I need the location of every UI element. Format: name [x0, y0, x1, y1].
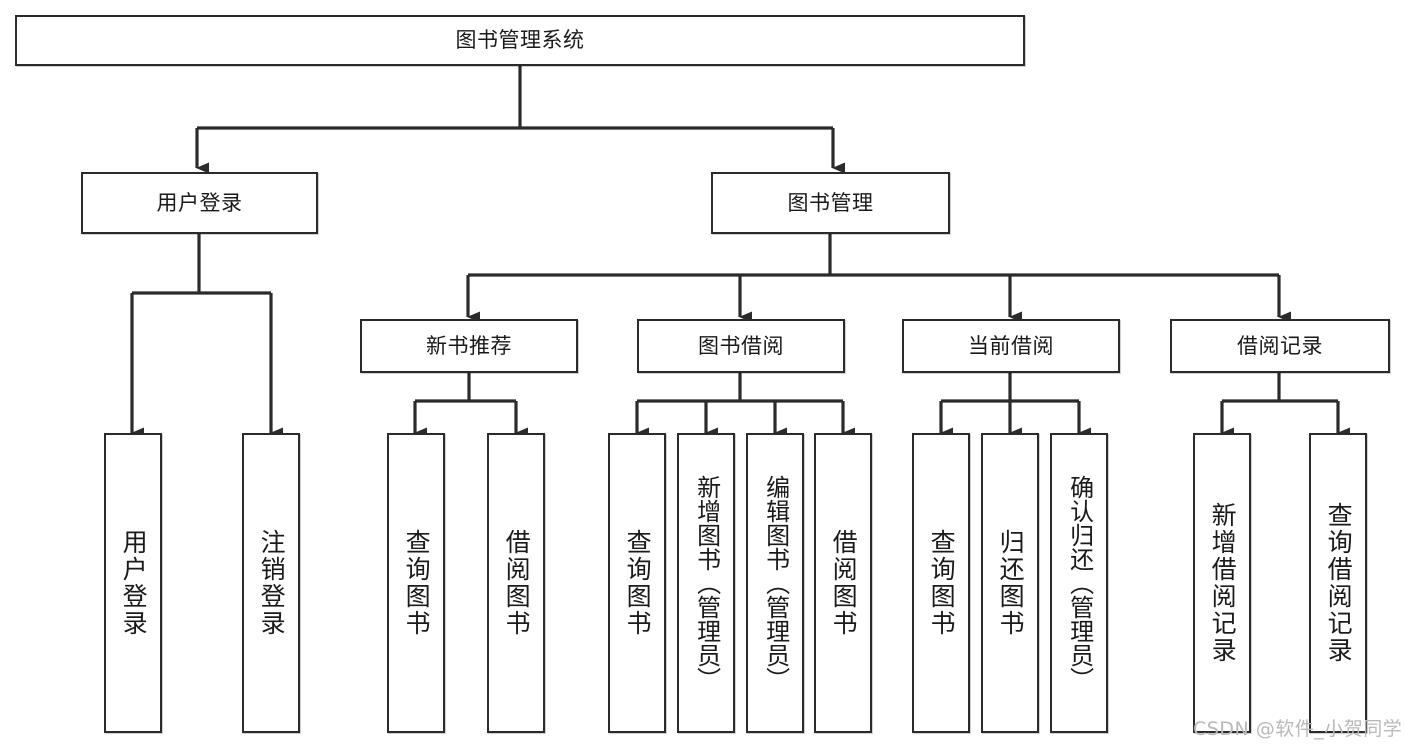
node-label: 注销登录 — [257, 529, 287, 637]
node-label: 查询图书 — [623, 529, 653, 637]
node-label: 归还图书 — [996, 529, 1026, 637]
node-leaf-query-borrow-record[interactable]: 查询借阅记录 — [1309, 433, 1367, 733]
node-label: 图书管理 — [787, 190, 874, 215]
node-label: 用户登录 — [119, 529, 149, 637]
watermark-text: CSDN @软件_小贺同学 — [1193, 718, 1403, 740]
node-user-login[interactable]: 用户登录 — [81, 172, 318, 234]
node-label: 借阅图书 — [502, 529, 532, 637]
node-label: 借阅图书 — [829, 529, 859, 637]
node-label: 新书推荐 — [426, 333, 512, 358]
node-leaf-confirm-return-admin[interactable]: 确认归还（管理员） — [1050, 433, 1108, 733]
node-label: 图书借阅 — [698, 333, 784, 358]
node-leaf-logout-login[interactable]: 注销登录 — [242, 433, 300, 733]
node-book-borrow[interactable]: 图书借阅 — [637, 319, 845, 373]
node-leaf-query-book-recommend[interactable]: 查询图书 — [387, 433, 445, 733]
node-label: 当前借阅 — [968, 333, 1054, 358]
node-book-management[interactable]: 图书管理 — [711, 172, 950, 234]
node-leaf-return-book[interactable]: 归还图书 — [981, 433, 1039, 733]
node-label: 查询图书 — [402, 529, 432, 637]
node-root-book-management-system[interactable]: 图书管理系统 — [15, 15, 1025, 66]
node-leaf-user-login[interactable]: 用户登录 — [104, 433, 162, 733]
node-label: 借阅记录 — [1237, 333, 1323, 358]
node-label: 新增图书（管理员） — [692, 475, 721, 691]
node-label: 编辑图书（管理员） — [761, 475, 790, 691]
node-leaf-add-borrow-record[interactable]: 新增借阅记录 — [1193, 433, 1251, 733]
node-label: 确认归还（管理员） — [1065, 475, 1094, 691]
node-leaf-query-book-borrow[interactable]: 查询图书 — [608, 433, 666, 733]
node-leaf-borrow-book[interactable]: 借阅图书 — [814, 433, 872, 733]
node-leaf-add-book-admin[interactable]: 新增图书（管理员） — [677, 433, 735, 733]
node-leaf-borrow-book-recommend[interactable]: 借阅图书 — [487, 433, 545, 733]
node-new-book-recommend[interactable]: 新书推荐 — [360, 319, 578, 373]
node-leaf-query-book-current[interactable]: 查询图书 — [912, 433, 970, 733]
node-label: 图书管理系统 — [455, 28, 585, 53]
node-label: 用户登录 — [156, 190, 243, 215]
node-label: 新增借阅记录 — [1208, 502, 1238, 664]
node-current-borrow[interactable]: 当前借阅 — [902, 319, 1120, 373]
node-leaf-edit-book-admin[interactable]: 编辑图书（管理员） — [746, 433, 804, 733]
node-label: 查询借阅记录 — [1324, 502, 1354, 664]
node-label: 查询图书 — [927, 529, 957, 637]
node-borrow-record[interactable]: 借阅记录 — [1170, 319, 1390, 373]
